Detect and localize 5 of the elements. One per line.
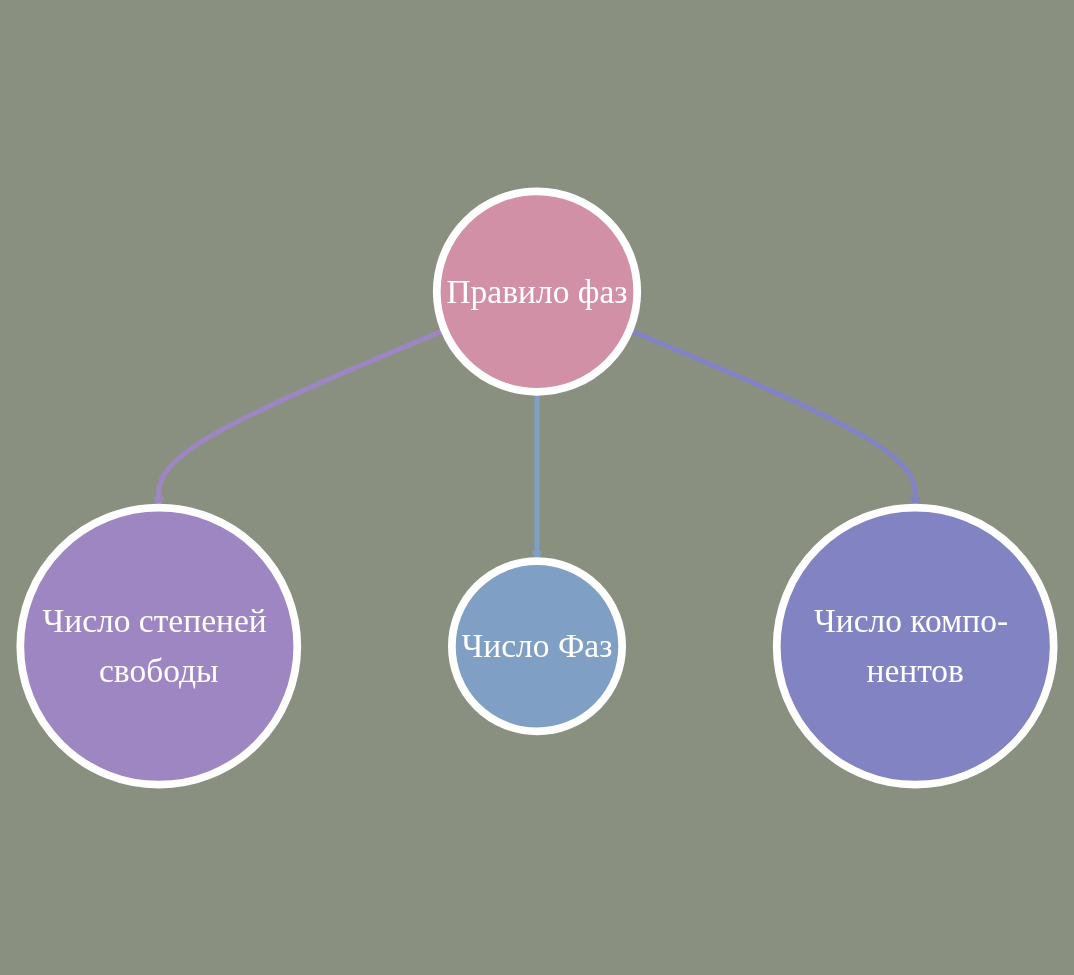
- node-circle: [772, 503, 1058, 789]
- node-circle: [16, 503, 302, 789]
- node-circle: [432, 186, 642, 396]
- diagram: Число степеней свободы Правило фаз Число Фаз Число компо- нентов: [10, 180, 1064, 795]
- node-circle: [448, 556, 626, 735]
